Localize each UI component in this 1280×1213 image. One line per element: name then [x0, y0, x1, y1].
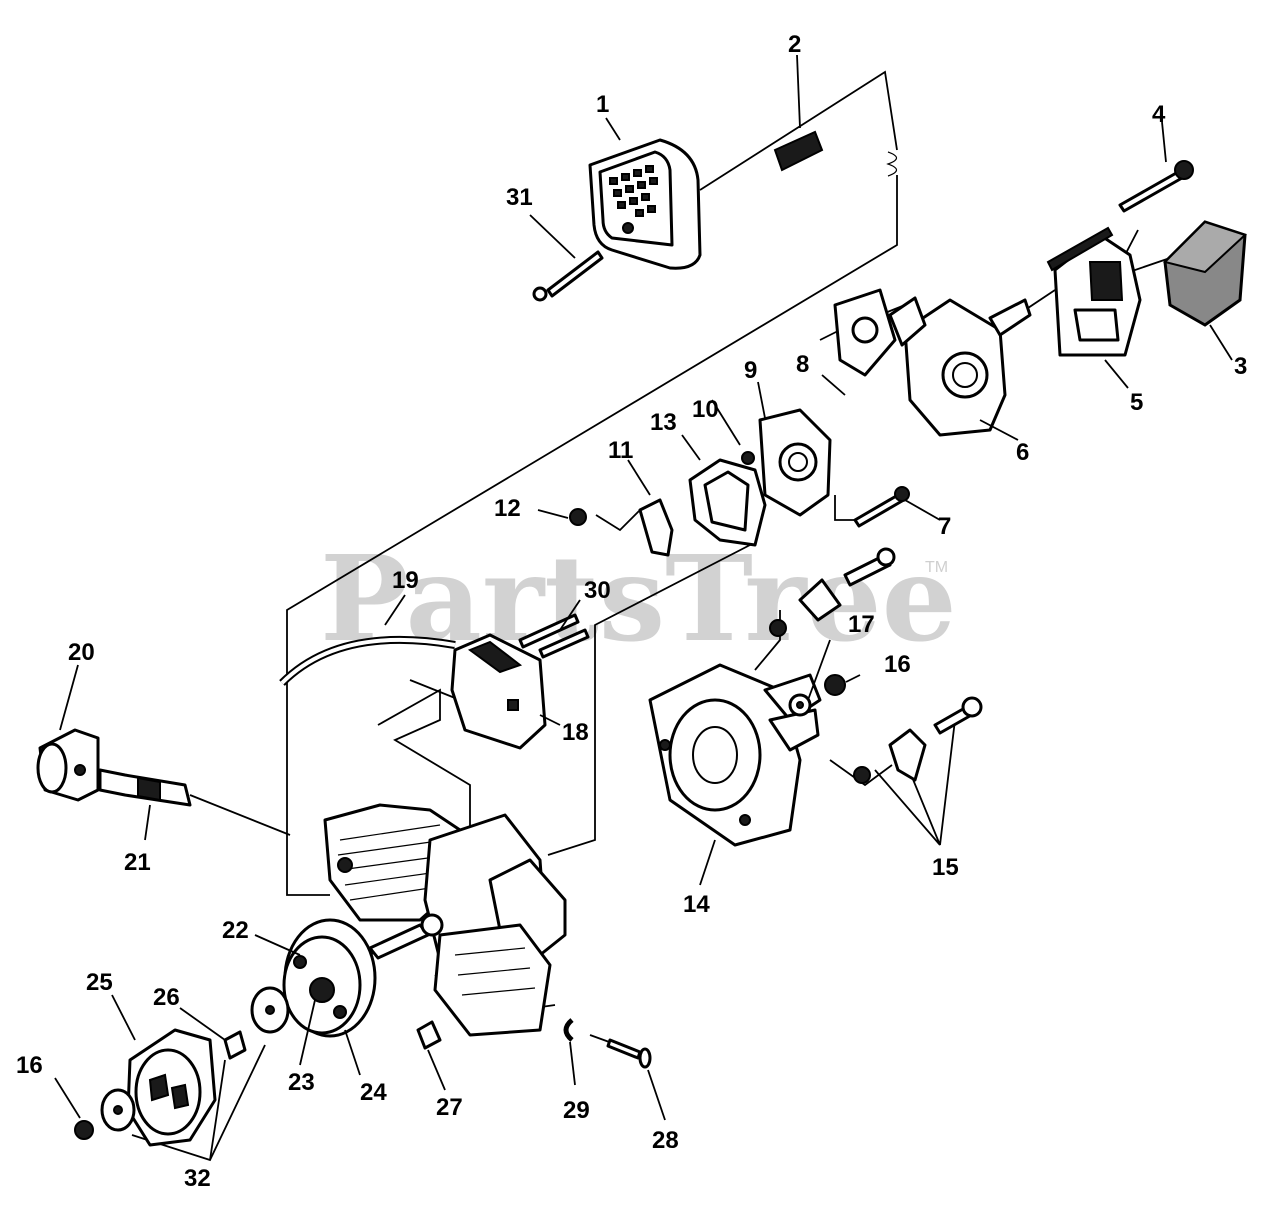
- filter-screw-part: [1118, 160, 1194, 213]
- callout-21: 21: [124, 849, 151, 876]
- muffler-cover-part: [588, 138, 702, 270]
- bearing-part: [223, 1030, 247, 1060]
- ignition-screws-part: [518, 613, 590, 659]
- plug-boot-part: [36, 728, 100, 802]
- callout-14: 14: [683, 891, 710, 918]
- callout-25: 25: [86, 969, 113, 996]
- callout-22: 22: [222, 917, 249, 944]
- callout-30: 30: [584, 577, 611, 604]
- upper-bracket-part: [769, 547, 896, 637]
- watermark-trademark: TM: [925, 559, 948, 576]
- callout-17: 17: [848, 611, 875, 638]
- nut-part: [569, 508, 587, 526]
- callout-1: 1: [596, 91, 609, 118]
- callout-10: 10: [692, 396, 719, 423]
- intake-gasket-part: [688, 458, 767, 547]
- leader-lines: [54, 54, 1233, 1121]
- callout-15: 15: [932, 854, 959, 881]
- clutch-washer-part: [250, 986, 290, 1034]
- callout-24: 24: [360, 1079, 387, 1106]
- carburetor-part: [888, 296, 1032, 437]
- callout-13: 13: [650, 409, 677, 436]
- callout-16-lower: 16: [16, 1052, 43, 1079]
- watermark-text: PartsTree: [320, 529, 957, 668]
- fuel-line-part: [279, 635, 456, 686]
- callout-28: 28: [652, 1127, 679, 1154]
- cylinder-part: [323, 803, 567, 1037]
- callout-19: 19: [392, 567, 419, 594]
- carb-screw-part: [853, 486, 910, 528]
- callout-20: 20: [68, 639, 95, 666]
- air-box-part: [1046, 226, 1142, 357]
- lower-bracket-part: [853, 696, 983, 784]
- washer-part: [788, 693, 812, 717]
- nut-lower-part: [74, 1088, 136, 1140]
- callout-2: 2: [788, 31, 801, 58]
- callout-7: 7: [938, 513, 951, 540]
- manifold-screw-part: [741, 451, 755, 465]
- callout-4: 4: [1152, 101, 1166, 128]
- callout-32: 32: [184, 1165, 211, 1192]
- clutch-drum-part: [126, 1028, 217, 1147]
- callout-12: 12: [494, 495, 521, 522]
- callout-6: 6: [1016, 439, 1029, 466]
- callout-8: 8: [796, 351, 809, 378]
- callout-11: 11: [608, 437, 633, 464]
- carb-gasket-part: [833, 288, 897, 377]
- spark-plug-part: [98, 768, 192, 807]
- nut-27-part: [416, 1020, 442, 1050]
- muffler-bolt-part: [532, 250, 604, 302]
- callout-26: 26: [153, 984, 180, 1011]
- crankcase-part: [648, 663, 822, 847]
- callout-labels: 1 2 3 4 5 6 7 8 9 10 11 12 13 14 15 16 1…: [16, 31, 1247, 1192]
- callout-5: 5: [1130, 389, 1143, 416]
- clutch-part: [282, 918, 377, 1038]
- ignition-module-part: [450, 633, 547, 750]
- muffler-baffle-part: [773, 130, 824, 172]
- intake-manifold-part: [758, 408, 832, 517]
- callout-3: 3: [1234, 353, 1247, 380]
- e-clip-part: [563, 1018, 574, 1042]
- nut-upper-part: [824, 674, 846, 696]
- callout-27: 27: [436, 1094, 463, 1121]
- callout-29: 29: [563, 1097, 590, 1124]
- callout-31: 31: [506, 184, 533, 211]
- air-filter-part: [1163, 220, 1247, 327]
- callout-23: 23: [288, 1069, 315, 1096]
- callout-16-upper: 16: [884, 651, 911, 678]
- callout-9: 9: [744, 357, 757, 384]
- callout-18: 18: [562, 719, 589, 746]
- screw-28-part: [606, 1038, 652, 1069]
- clip-part: [638, 498, 674, 557]
